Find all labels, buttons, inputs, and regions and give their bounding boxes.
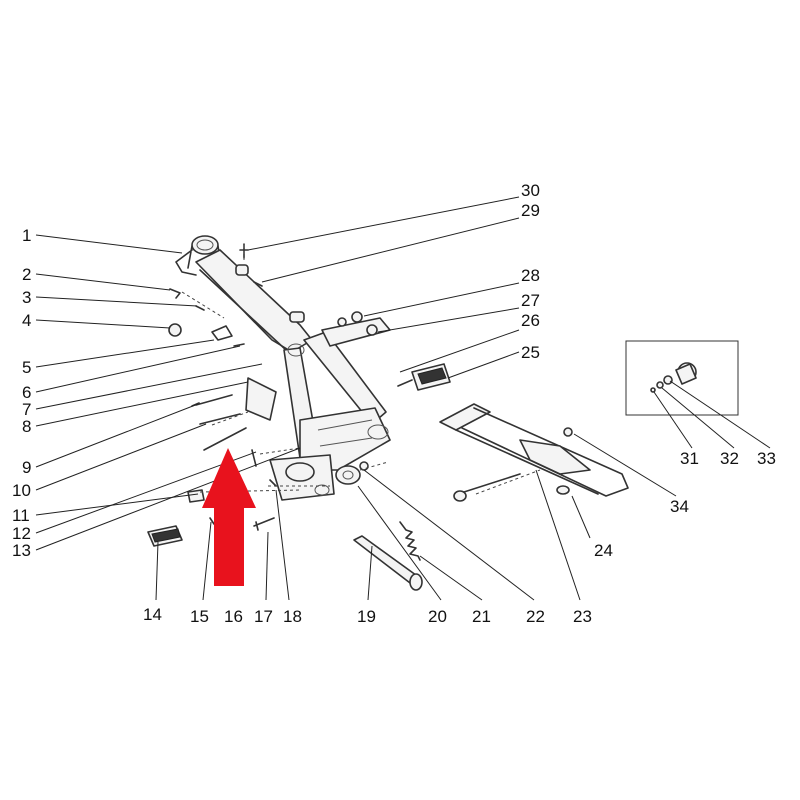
callout-2: 2 [22,265,31,284]
side-stand [353,535,423,591]
callout-labels: 1 2 3 4 5 6 7 8 9 10 11 12 13 14 15 16 1… [12,181,776,626]
callout-34: 34 [670,497,689,516]
callout-10: 10 [12,481,31,500]
rear-subframe [439,403,629,502]
highlight-arrow-icon [202,448,256,586]
detail-inset-box [625,340,739,416]
frame-drawing [147,235,629,591]
callout-33: 33 [757,449,776,468]
stand-spring [399,521,421,561]
callout-16: 16 [224,607,243,626]
callout-21: 21 [472,607,491,626]
hardware [168,243,378,531]
callout-22: 22 [526,607,545,626]
callout-13: 13 [12,541,31,560]
callout-31: 31 [680,449,699,468]
callout-19: 19 [357,607,376,626]
callout-24: 24 [594,541,613,560]
callout-23: 23 [573,607,592,626]
callout-17: 17 [254,607,273,626]
callout-14: 14 [143,605,162,624]
callout-29: 29 [521,201,540,220]
callout-3: 3 [22,288,31,307]
footpeg-left [147,525,183,547]
callout-18: 18 [283,607,302,626]
callout-9: 9 [22,458,31,477]
callout-6: 6 [22,383,31,402]
callout-12: 12 [12,524,31,543]
callout-30: 30 [521,181,540,200]
callout-1: 1 [22,226,31,245]
callout-7: 7 [22,400,31,419]
callout-25: 25 [521,343,540,362]
leader-lines [35,196,771,601]
footpeg-right [397,363,451,391]
callout-32: 32 [720,449,739,468]
assembly-lines [181,242,541,495]
callout-26: 26 [521,311,540,330]
callout-4: 4 [22,311,31,330]
callout-28: 28 [521,266,540,285]
bushing-assembly [650,362,697,393]
callout-5: 5 [22,358,31,377]
callout-20: 20 [428,607,447,626]
mount-bracket [245,377,277,421]
callout-15: 15 [190,607,209,626]
callout-27: 27 [521,291,540,310]
callout-8: 8 [22,417,31,436]
callout-11: 11 [12,506,30,525]
